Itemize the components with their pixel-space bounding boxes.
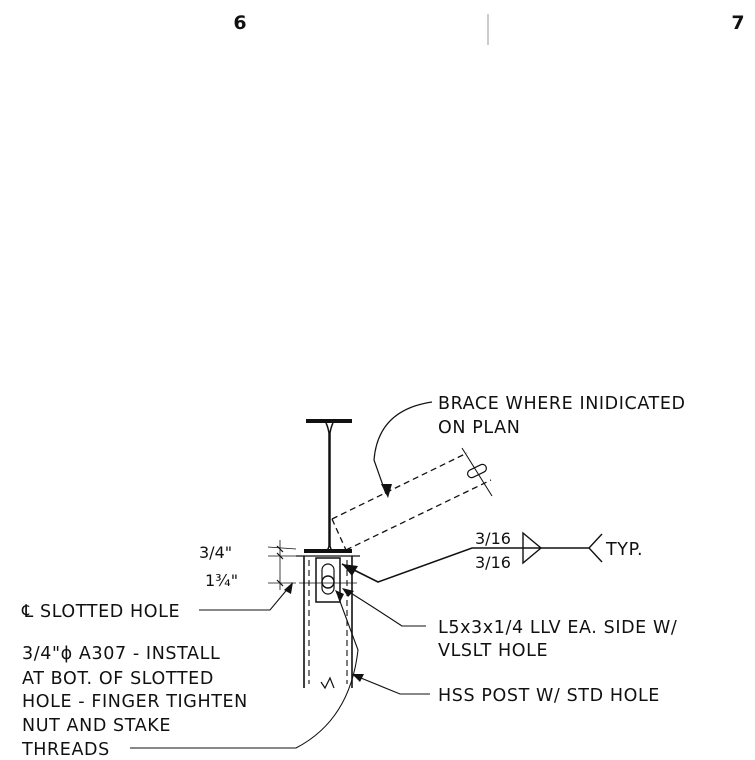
brace-note-line2: ON PLAN [438, 418, 520, 438]
anchor-note-line5: THREADS [21, 740, 110, 760]
grid-label-6: 6 [233, 12, 246, 34]
hss-post [296, 555, 360, 690]
angle-note-line2: VLSLT HOLE [438, 641, 548, 661]
leader-lines [130, 401, 433, 749]
anchor-note-line4: NUT AND STAKE [22, 716, 171, 736]
slotted-hole-note: ℄ SLOTTED HOLE [21, 602, 180, 622]
dimension-bottom: 1¾" [205, 571, 238, 590]
weld-size-bottom: 3/16 [475, 553, 511, 572]
dimension-top: 3/4" [199, 543, 232, 562]
dimension-marks [267, 540, 297, 590]
brace-note-line1: BRACE WHERE INIDICATED [438, 394, 686, 414]
weld-tail-note: TYP. [605, 540, 643, 560]
beam-section [304, 419, 352, 553]
anchor-note-line3: HOLE - FINGER TIGHTEN [22, 692, 248, 712]
angle-note-line1: L5x3x1/4 LLV EA. SIDE W/ [438, 618, 677, 638]
bolt [321, 575, 335, 589]
anchor-note-line1: 3/4"ɸ A307 - INSTALL [22, 644, 220, 664]
angle-plate [315, 557, 341, 603]
brace-slot [467, 463, 487, 479]
brace [331, 447, 493, 551]
post-note: HSS POST W/ STD HOLE [438, 686, 660, 706]
grid-label-7: 7 [731, 12, 744, 34]
weld-symbol [341, 531, 603, 583]
anchor-note-line2: AT BOT. OF SLOTTED [22, 669, 214, 689]
weld-size-top: 3/16 [475, 529, 511, 548]
slotted-hole [321, 563, 335, 595]
